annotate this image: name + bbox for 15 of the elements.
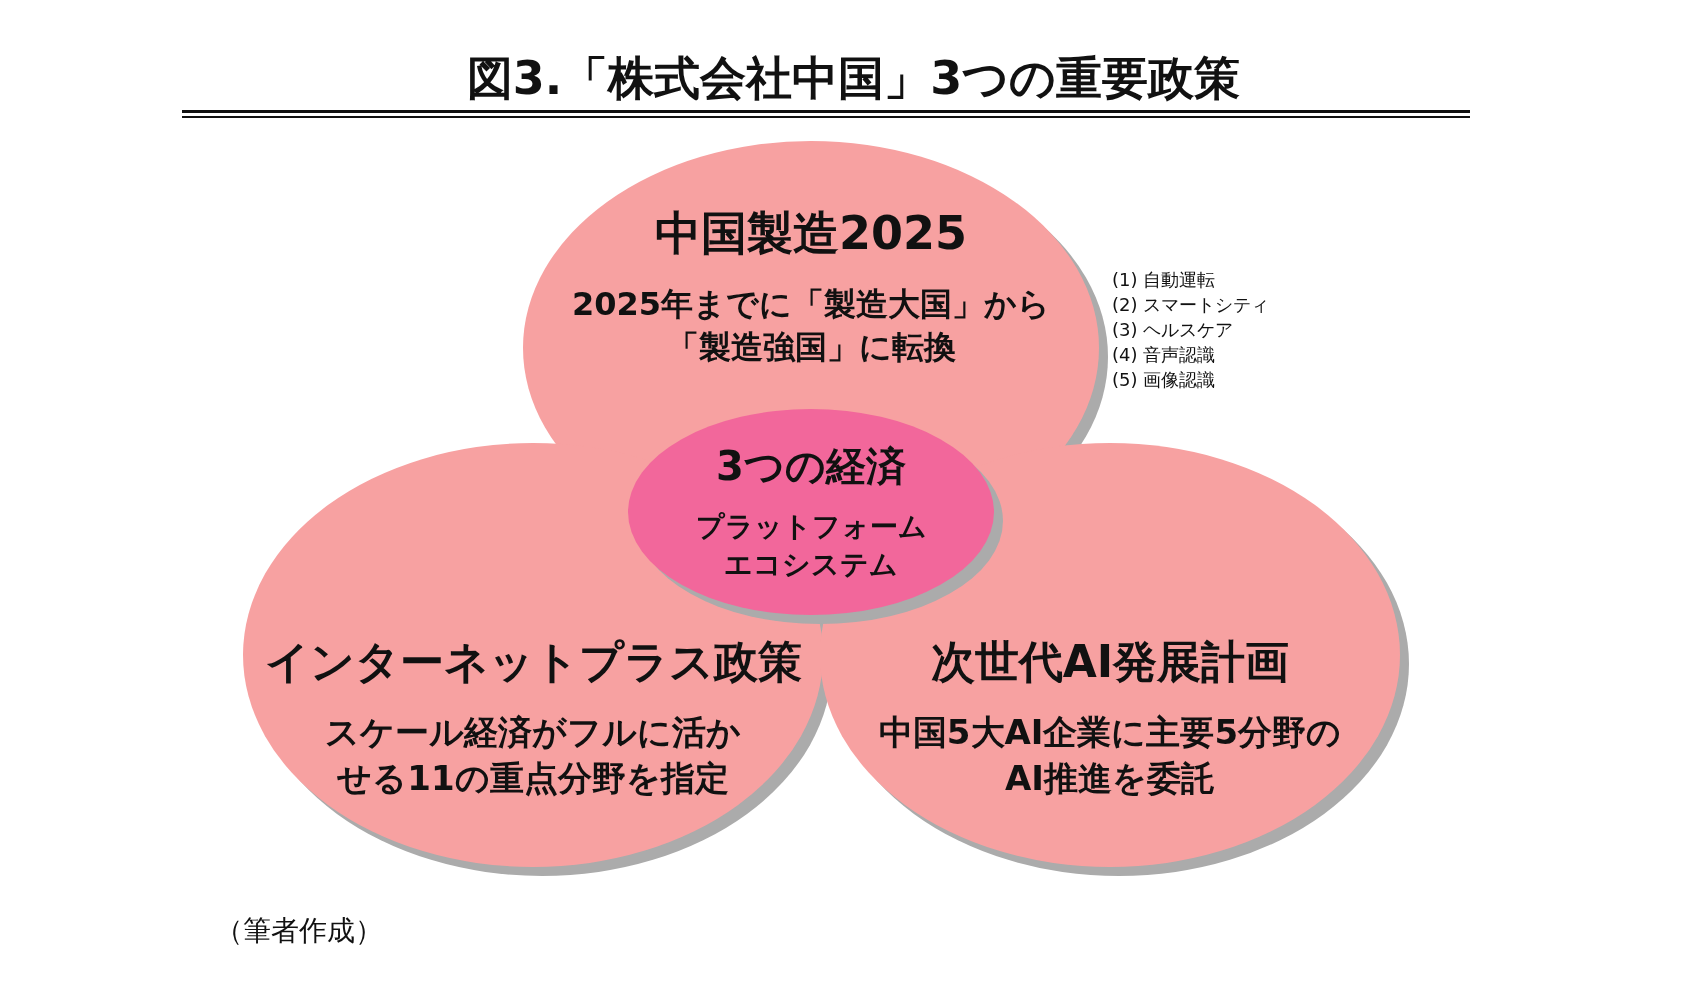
description: 2025年までに「製造大国」から「製造強国」に転換 — [570, 284, 1052, 369]
heading: 中国製造2025 — [655, 205, 967, 262]
heading: 次世代AI発展計画 — [930, 635, 1290, 689]
description: スケール経済がフルに活かせる11の重点分野を指定 — [324, 711, 742, 800]
title: 図3.「株式会社中国」3つの重要政策 — [465, 50, 1242, 107]
description: 中国5大AI企業に主要5分野のAI推進を委託 — [877, 711, 1343, 800]
list-item: (3) ヘルスケア — [1112, 318, 1234, 342]
list-item: (4) 音声認識 — [1112, 343, 1216, 367]
caption: （筆者作成） — [215, 913, 383, 949]
list-item: (5) 画像認識 — [1112, 368, 1216, 392]
heading: インターネットプラス政策 — [264, 635, 802, 689]
heading: 3つの経済 — [716, 442, 906, 491]
description: プラットフォームエコシステム — [694, 509, 928, 583]
list-item: (2) スマートシティ — [1112, 293, 1270, 317]
list-item: (1) 自動運転 — [1112, 268, 1216, 292]
